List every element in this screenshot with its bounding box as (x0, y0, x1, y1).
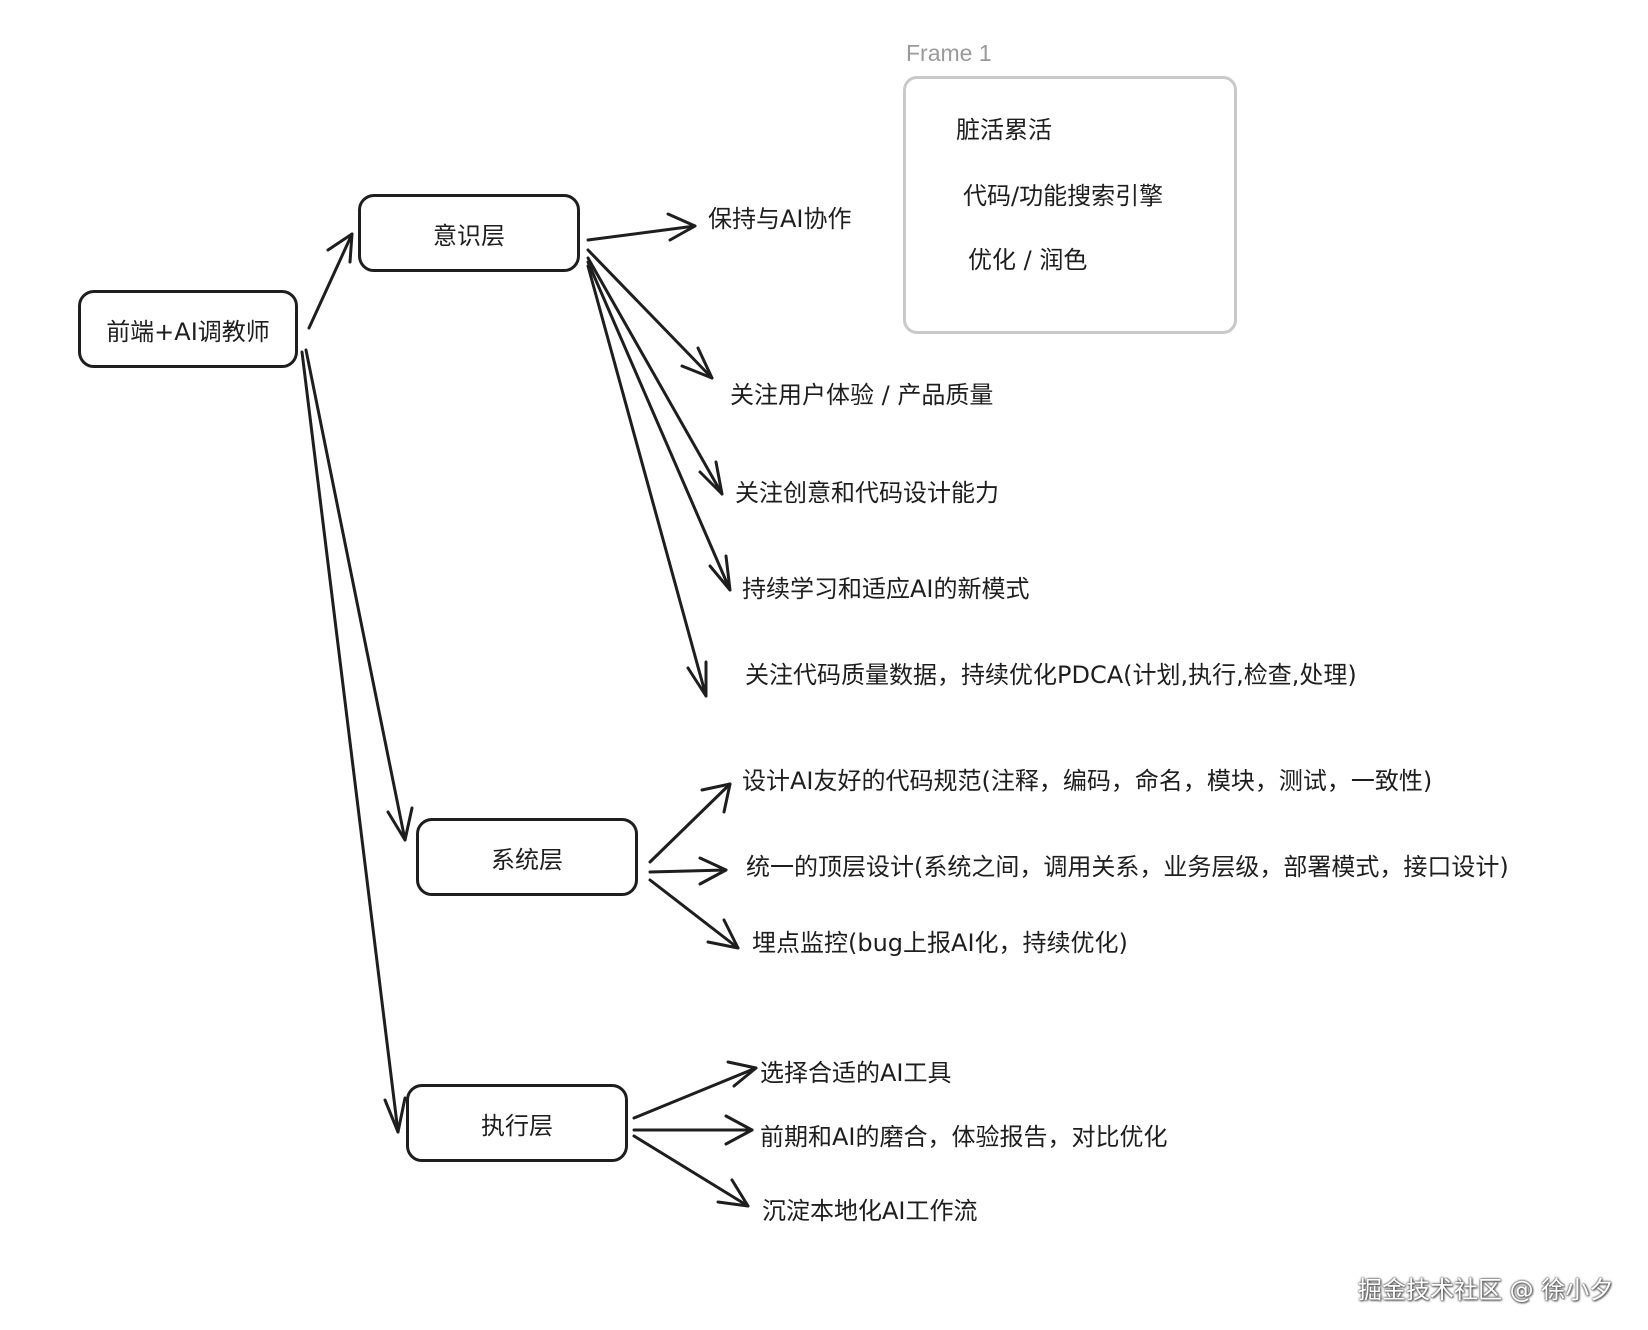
arrow-awareness-to-item-2 (586, 248, 714, 380)
awareness-item: 关注用户体验 / 产品质量 (730, 381, 994, 409)
execution-item: 前期和AI的磨合，体验报告，对比优化 (760, 1123, 1168, 1151)
arrow-awareness-to-item-5 (586, 264, 708, 698)
arrow-root-to-awareness (307, 232, 354, 330)
arrow-awareness-to-item-3 (586, 256, 724, 496)
arrow-system-to-item-1 (648, 782, 732, 864)
arrow-root-to-system (304, 348, 407, 842)
arrow-execution-to-item-1 (632, 1066, 758, 1120)
arrow-execution-to-item-3 (632, 1134, 750, 1208)
system-layer-node[interactable]: 系统层 (416, 818, 638, 896)
frame-item: 代码/功能搜索引擎 (963, 182, 1164, 210)
execution-item: 沉淀本地化AI工作流 (762, 1197, 978, 1225)
frame-item: 脏活累活 (956, 116, 1052, 144)
frame-title: Frame 1 (906, 40, 992, 66)
awareness-item: 关注代码质量数据，持续优化PDCA(计划,执行,检查,处理) (745, 661, 1357, 689)
arrow-root-to-execution (300, 350, 400, 1134)
system-item: 设计AI友好的代码规范(注释，编码，命名，模块，测试，一致性) (742, 767, 1433, 795)
frame-box (903, 76, 1237, 334)
arrow-awareness-to-item-1 (586, 224, 697, 242)
arrow-system-to-item-3 (648, 878, 740, 950)
watermark: 掘金技术社区 @ 徐小夕 (1358, 1276, 1614, 1304)
execution-item: 选择合适的AI工具 (760, 1059, 952, 1087)
awareness-layer-node[interactable]: 意识层 (358, 194, 580, 272)
frame-item: 优化 / 润色 (968, 246, 1088, 274)
awareness-item: 持续学习和适应AI的新模式 (742, 575, 1030, 603)
root-node[interactable]: 前端+AI调教师 (78, 290, 298, 368)
awareness-item: 保持与AI协作 (708, 205, 852, 233)
arrow-system-to-item-2 (648, 868, 728, 874)
arrow-awareness-to-item-4 (586, 260, 732, 592)
system-item: 埋点监控(bug上报AI化，持续优化) (752, 929, 1128, 957)
awareness-item: 关注创意和代码设计能力 (735, 479, 999, 507)
system-item: 统一的顶层设计(系统之间，调用关系，业务层级，部署模式，接口设计) (746, 853, 1509, 881)
execution-layer-node[interactable]: 执行层 (406, 1084, 628, 1162)
